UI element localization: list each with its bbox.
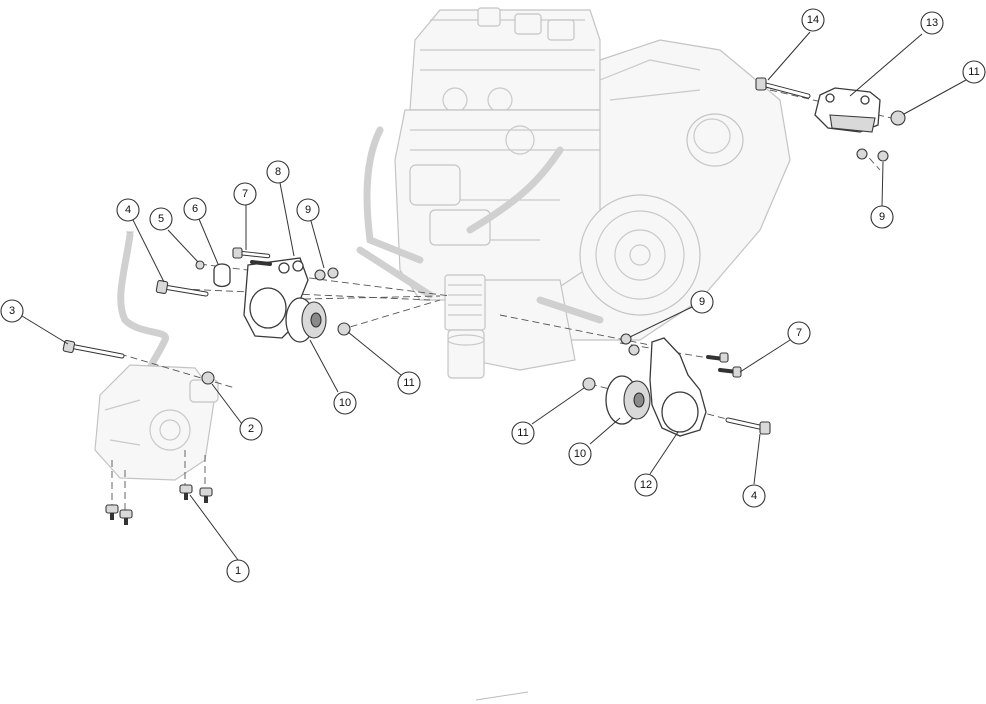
callout-10-right-label: 10 [574,448,586,460]
callout-7-left: 7 [233,182,257,206]
callout-4-left-label: 4 [125,204,131,216]
callout-7-right: 7 [787,321,811,345]
callout-9-left-label: 9 [305,204,311,216]
callout-11-left-label: 11 [403,377,414,389]
callout-9-middle: 9 [690,290,714,314]
callout-9-middle-label: 9 [699,296,705,308]
callout-5: 5 [149,207,173,231]
callout-1-label: 1 [235,565,241,577]
callout-7-left-label: 7 [242,188,248,200]
callout-4-right: 4 [742,484,766,508]
left-rubber-mount [285,297,327,343]
callout-13-label: 13 [926,17,938,29]
callout-10-left-label: 10 [339,397,351,409]
callout-9-left: 9 [296,198,320,222]
callout-1: 1 [226,559,250,583]
callout-9-top-right-label: 9 [879,211,885,223]
right-engine-mount-bracket [649,337,707,437]
coolant-hose [117,231,169,374]
callout-11-left: 11 [397,371,421,395]
callout-4-right-label: 4 [751,490,757,502]
callout-9-top-right: 9 [870,205,894,229]
fasteners [62,77,906,525]
callout-8: 8 [266,160,290,184]
upper-engine-mount [814,87,881,133]
callout-11-top-right-label: 11 [968,66,979,78]
bottom-mark [475,691,529,701]
callout-5-label: 5 [158,213,164,225]
engine-assembly [356,7,791,379]
callout-12: 12 [634,473,658,497]
callout-6-label: 6 [192,203,198,215]
callout-2: 2 [239,417,263,441]
leader-lines [21,31,967,561]
callout-12-label: 12 [640,479,652,491]
callout-11-top-right: 11 [962,60,986,84]
callout-11-right-label: 11 [517,427,528,439]
callout-13: 13 [920,11,944,35]
callout-6: 6 [183,197,207,221]
callout-11-right: 11 [511,421,535,445]
callout-7-right-label: 7 [796,327,802,339]
callout-3: 3 [0,299,24,323]
right-rubber-mount [605,375,651,425]
callout-3-label: 3 [9,305,15,317]
callout-8-label: 8 [275,166,281,178]
callout-14-label: 14 [807,14,819,26]
callout-4-left: 4 [116,198,140,222]
callout-14: 14 [801,8,825,32]
callout-10-left: 10 [333,391,357,415]
water-pump [94,364,219,481]
callout-10-right: 10 [568,442,592,466]
callout-2-label: 2 [248,423,254,435]
